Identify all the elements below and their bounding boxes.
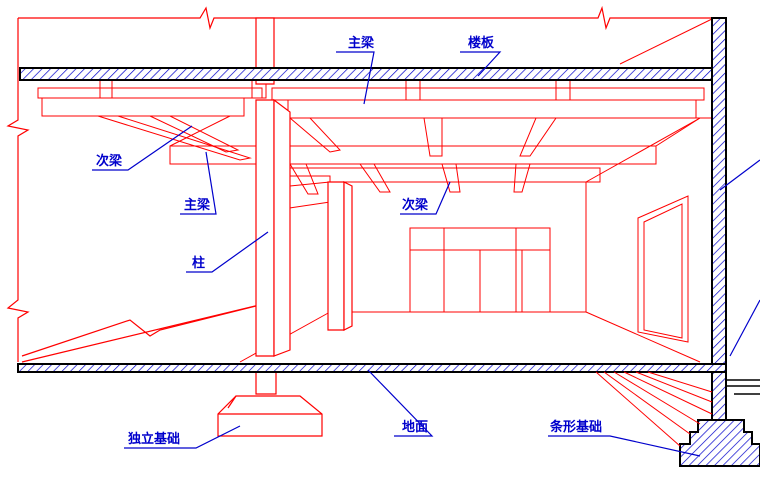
beams bbox=[37, 79, 705, 211]
label-secondary-beam-center: 次梁 bbox=[402, 197, 429, 213]
label-isolated-footing: 独立基础 bbox=[128, 431, 180, 447]
label-strip-footing: 条形基础 bbox=[550, 419, 602, 435]
room-perspective bbox=[239, 117, 714, 363]
strip-footing-shape bbox=[595, 371, 760, 467]
label-column: 柱 bbox=[192, 255, 205, 271]
labels: 主梁 楼板 次梁 主梁 次梁 柱 独立基础 地面 条形基础 bbox=[96, 35, 602, 447]
label-main-beam-top: 主梁 bbox=[348, 35, 375, 51]
label-floor-slab: 楼板 bbox=[468, 35, 495, 51]
ground-slab bbox=[17, 363, 760, 395]
columns bbox=[255, 17, 353, 395]
isolated-footing-shape bbox=[217, 395, 323, 437]
right-wall bbox=[711, 17, 727, 443]
label-ground: 地面 bbox=[402, 419, 428, 435]
label-secondary-beam-left: 次梁 bbox=[96, 153, 123, 169]
outline-lines bbox=[6, 5, 715, 363]
label-main-beam-left: 主梁 bbox=[184, 197, 211, 213]
leader-lines bbox=[92, 51, 760, 457]
